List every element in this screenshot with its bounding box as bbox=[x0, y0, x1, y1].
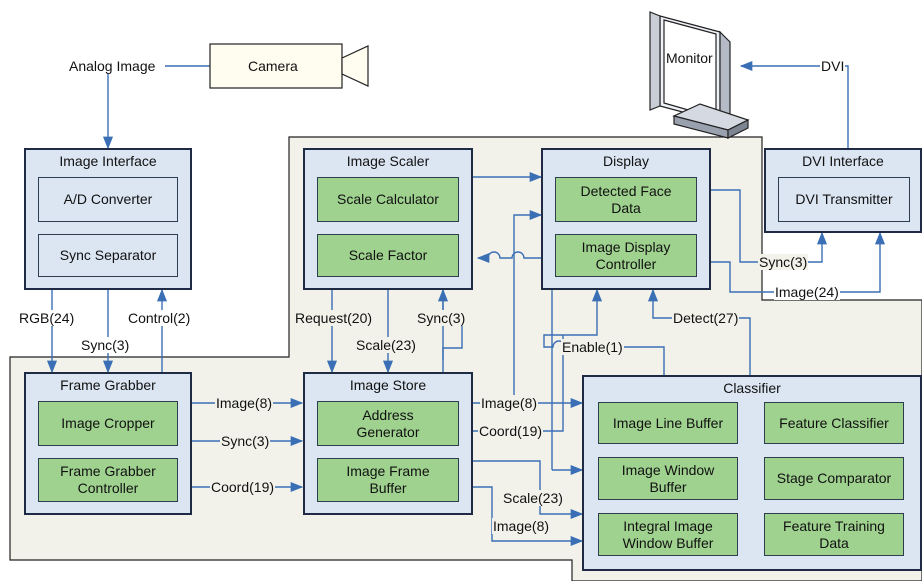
dvi-monitor-arrow bbox=[739, 60, 849, 148]
display-block: Display Detected Face Data Image Display… bbox=[541, 148, 711, 290]
classifier-title: Classifier bbox=[723, 380, 781, 396]
is-scale-signal-label: Scale(23) bbox=[502, 490, 564, 506]
sync-ii-signal-label: Sync(3) bbox=[80, 337, 131, 353]
stage-comparator-block: Stage Comparator bbox=[764, 457, 904, 500]
image-store-title: Image Store bbox=[349, 377, 427, 393]
image-scaler-title: Image Scaler bbox=[346, 153, 430, 169]
control-signal-label: Control(2) bbox=[127, 310, 192, 326]
classifier-block: Classifier Image Line Buffer Feature Cla… bbox=[582, 375, 922, 571]
scale-factor-block: Scale Factor bbox=[317, 234, 459, 277]
scale-calculator-block: Scale Calculator bbox=[317, 177, 459, 222]
feature-classifier-block: Feature Classifier bbox=[764, 402, 904, 444]
fg-sync-signal-label: Sync(3) bbox=[220, 433, 271, 449]
dvi-interface-block: DVI Interface DVI Transmitter bbox=[764, 148, 922, 233]
frame-grabber-title: Frame Grabber bbox=[60, 377, 156, 393]
fg-coord-signal-label: Coord(19) bbox=[210, 479, 276, 495]
monitor-icon bbox=[649, 11, 750, 139]
integral-image-window-buffer-block: Integral Image Window Buffer bbox=[598, 513, 738, 556]
image-frame-buffer-block: Image Frame Buffer bbox=[317, 458, 459, 502]
is-image2-arrow bbox=[472, 486, 584, 547]
scale-is-signal-label: Scale(23) bbox=[355, 337, 417, 353]
frame-grabber-block: Frame Grabber Image Cropper Frame Grabbe… bbox=[24, 372, 192, 515]
camera-icon bbox=[209, 43, 369, 89]
is-display2-arrow bbox=[513, 209, 543, 403]
feature-training-data-block: Feature Training Data bbox=[764, 513, 904, 556]
rgb-signal-label: RGB(24) bbox=[18, 310, 76, 326]
enable-signal-label: Enable(1) bbox=[561, 339, 624, 355]
dvi-sync-signal-label: Sync(3) bbox=[758, 254, 809, 270]
dvi-sync-arrow bbox=[702, 189, 828, 263]
image-display-controller-block: Image Display Controller bbox=[555, 234, 697, 277]
dvi-image-signal-label: Image(24) bbox=[774, 284, 840, 300]
sync-is-signal-label: Sync(3) bbox=[416, 310, 467, 326]
image-scaler-block: Image Scaler Scale Calculator Scale Fact… bbox=[303, 148, 473, 290]
image-interface-block: Image Interface A/D Converter Sync Separ… bbox=[24, 148, 192, 290]
image-window-buffer-block: Image Window Buffer bbox=[598, 457, 738, 500]
is-coord-signal-label: Coord(19) bbox=[478, 423, 544, 439]
request-signal-label: Request(20) bbox=[294, 310, 374, 326]
camera-label: Camera bbox=[248, 58, 298, 74]
detect-signal-label: Detect(27) bbox=[672, 310, 740, 326]
address-generator-block: Address Generator bbox=[317, 401, 459, 446]
dvi-image-arrow bbox=[702, 231, 886, 293]
is-scale-arrow bbox=[472, 460, 584, 520]
image-store-block: Image Store Address Generator Image Fram… bbox=[303, 372, 473, 515]
classifier-scaler-arrow bbox=[476, 251, 553, 470]
detected-face-data-block: Detected Face Data bbox=[555, 177, 697, 222]
frame-grabber-controller-block: Frame Grabber Controller bbox=[38, 458, 178, 502]
sync-separator-block: Sync Separator bbox=[38, 234, 178, 277]
ad-converter-block: A/D Converter bbox=[38, 177, 178, 222]
image-line-buffer-block: Image Line Buffer bbox=[598, 402, 738, 444]
fg-image-signal-label: Image(8) bbox=[215, 395, 274, 411]
dvi-interface-title: DVI Interface bbox=[802, 153, 884, 169]
display-title: Display bbox=[603, 153, 649, 169]
is-image-signal-label: Image(8) bbox=[480, 395, 539, 411]
monitor-label: Monitor bbox=[666, 50, 713, 66]
is-image2-signal-label: Image(8) bbox=[492, 518, 551, 534]
dvi-transmitter-block: DVI Transmitter bbox=[778, 177, 910, 222]
image-interface-title: Image Interface bbox=[59, 153, 157, 169]
dvi-label: DVI bbox=[820, 58, 846, 74]
analog-image-label: Analog Image bbox=[68, 58, 157, 74]
image-cropper-block: Image Cropper bbox=[38, 401, 178, 446]
